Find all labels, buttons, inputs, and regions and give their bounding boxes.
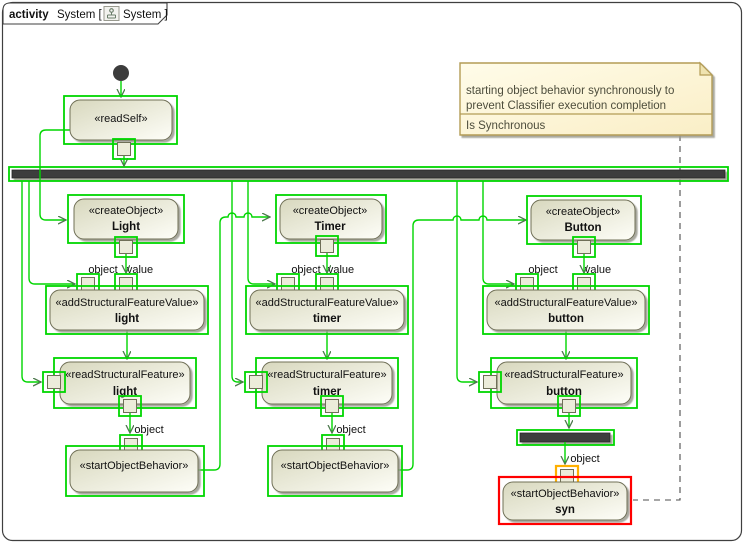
action-start-object-behavior-timer[interactable]: «startObjectBehavior» [267,434,403,497]
object-input-pin[interactable] [249,375,263,389]
svg-text:«readSelf»: «readSelf» [94,113,147,125]
svg-text:«readStructuralFeature»: «readStructuralFeature» [504,369,623,381]
note-property: Is Synchronous [466,120,546,132]
svg-text:«readStructuralFeature»: «readStructuralFeature» [267,369,386,381]
action-read-self[interactable]: «readSelf» [63,95,178,160]
output-pin[interactable] [119,240,133,254]
pin-label-object: object [134,424,163,436]
svg-text:button: button [546,386,582,398]
svg-text:Button: Button [564,222,601,234]
pin-label-value: value [328,264,354,276]
frame-diagram-label: System ] [123,9,168,21]
note-fold-corner [699,61,714,76]
svg-text:«readStructuralFeature»: «readStructuralFeature» [65,369,184,381]
pin-label-object: object [570,453,599,465]
svg-text:«addStructuralFeatureValue»: «addStructuralFeatureValue» [256,297,399,309]
action-read-structural-feature-timer[interactable]: «readStructuralFeature» timer [244,357,399,417]
output-pin[interactable] [577,240,591,254]
action-add-structural-feature-value-button[interactable]: «addStructuralFeatureValue» button [482,273,650,335]
action-add-structural-feature-value-timer[interactable]: «addStructuralFeatureValue» timer [245,273,409,335]
control-flow-edge[interactable] [198,212,270,471]
svg-text:«addStructuralFeatureValue»: «addStructuralFeatureValue» [56,297,199,309]
svg-text:«startObjectBehavior»: «startObjectBehavior» [80,460,189,472]
svg-text:timer: timer [313,313,342,325]
value-input-pin[interactable] [320,277,334,291]
object-flow-edge[interactable] [247,181,275,284]
action-read-structural-feature-button[interactable]: «readStructuralFeature» button [478,357,638,417]
action-create-object-timer[interactable]: «createObject» Timer [275,194,387,257]
frame-header-tab: activity System [ System ] [2,2,168,25]
pin-label-object: object [88,264,117,276]
object-flow-edge[interactable] [456,181,477,382]
object-input-pin[interactable] [81,277,95,291]
action-start-object-behavior-light[interactable]: «startObjectBehavior» [65,434,205,497]
object-flow-edge[interactable] [28,181,75,284]
note-anchor-line [633,135,681,501]
pin-label-object: object [291,264,320,276]
object-input-pin[interactable] [281,277,295,291]
output-pin[interactable] [117,142,131,156]
edges [21,81,584,471]
svg-text:«createObject»: «createObject» [89,205,164,217]
initial-node[interactable] [113,65,129,81]
result-output-pin[interactable] [123,399,137,413]
object-flow-edge[interactable] [482,181,514,284]
svg-text:«addStructuralFeatureValue»: «addStructuralFeatureValue» [495,297,638,309]
pin-label-object: object [336,424,365,436]
control-flow-edge[interactable] [398,215,526,471]
result-output-pin[interactable] [325,399,339,413]
result-output-pin[interactable] [562,399,576,413]
comment-note[interactable]: starting object behavior synchronously t… [459,61,714,136]
action-start-object-behavior-syn[interactable]: «startObjectBehavior» syn [497,464,633,526]
fork-node[interactable] [8,166,729,182]
svg-text:«startObjectBehavior»: «startObjectBehavior» [281,460,390,472]
note-body-line2: prevent Classifier execution completion [466,100,666,112]
action-create-object-light[interactable]: «createObject» Light [67,194,185,258]
frame-name-label: System [ [57,9,103,21]
svg-text:«createObject»: «createObject» [546,206,621,218]
svg-text:Timer: Timer [314,221,346,233]
svg-text:button: button [548,313,584,325]
svg-text:«startObjectBehavior»: «startObjectBehavior» [511,488,620,500]
action-add-structural-feature-value-light[interactable]: «addStructuralFeatureValue» light [45,273,209,335]
output-pin[interactable] [320,239,334,253]
svg-text:light: light [113,386,137,398]
action-read-structural-feature-light[interactable]: «readStructuralFeature» light [42,357,197,417]
value-input-pin[interactable] [577,277,591,291]
svg-text:syn: syn [555,504,575,516]
control-flow-edge[interactable] [39,129,70,220]
activity-diagram-icon [103,6,120,21]
svg-text:«createObject»: «createObject» [293,205,368,217]
pin-label-object: object [528,264,557,276]
pin-label-value: value [127,264,153,276]
value-input-pin[interactable] [119,277,133,291]
object-input-pin[interactable] [47,375,61,389]
action-create-object-button[interactable]: «createObject» Button [526,195,642,258]
svg-text:light: light [115,313,139,325]
object-input-pin[interactable] [520,277,534,291]
pin-label-value: value [585,264,611,276]
note-body-line1: starting object behavior synchronously t… [466,85,674,97]
object-flow-edge[interactable] [21,181,41,382]
svg-text:Light: Light [112,221,140,233]
object-input-pin[interactable] [483,375,497,389]
node-highlight-red [497,475,633,526]
svg-text:timer: timer [313,386,342,398]
object-flow-edge[interactable] [231,181,243,382]
frame-kind-label: activity [9,9,49,21]
